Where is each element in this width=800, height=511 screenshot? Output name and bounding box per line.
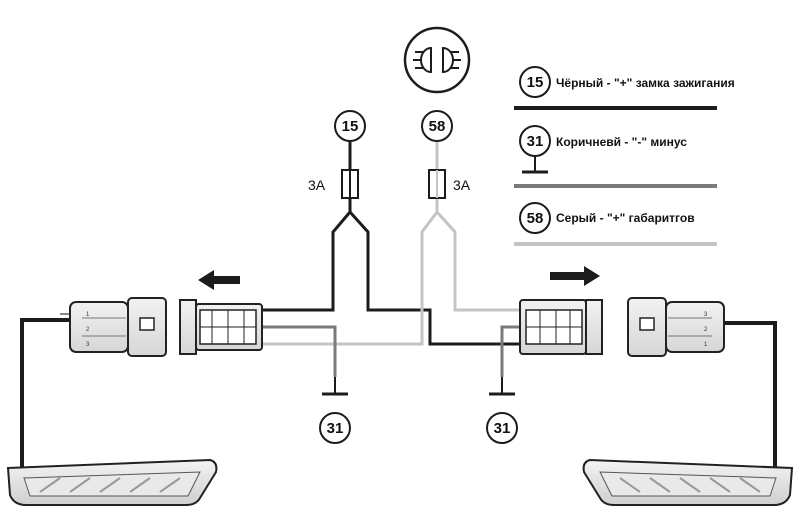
ground-symbol-icon — [522, 156, 548, 174]
terminal-58: 58 — [421, 110, 453, 142]
lamp-cable-right — [722, 321, 777, 470]
legend-item-58: 58 Серый - "+" габаритгов — [514, 202, 717, 246]
terminal-15-label: 15 — [342, 118, 359, 135]
socket-left-harness-side — [179, 299, 263, 355]
pin-label: 1 — [704, 342, 708, 348]
plug-left-lamp-side: 1 2 3 — [69, 297, 167, 357]
terminal-58-label: 58 — [429, 118, 446, 135]
pin-label: 3 — [704, 312, 708, 318]
ground-symbol-icon — [322, 377, 348, 396]
legend-num: 58 — [527, 210, 544, 227]
drl-lamp-right — [582, 458, 794, 506]
pin-label: 3 — [86, 342, 90, 348]
legend-item-31: 31 Коричневй - "-" минус — [514, 125, 717, 188]
legend-num: 31 — [527, 133, 544, 150]
ground-left-label: 31 — [327, 420, 344, 437]
drl-lamp-left — [6, 458, 218, 506]
fuse-left: 3A — [308, 169, 359, 199]
fuse-right-label: 3A — [453, 177, 471, 193]
legend-text: Серый - "+" габаритгов — [556, 211, 695, 225]
fuse-left-label: 3A — [308, 177, 326, 193]
pin-label: 1 — [86, 312, 90, 318]
fuse-right: 3A — [428, 169, 471, 199]
terminal-15: 15 — [334, 110, 366, 142]
headlamp-symbol-icon — [403, 26, 471, 94]
ground-left: 31 — [319, 377, 351, 444]
pin-label: 2 — [86, 327, 90, 333]
legend: 15 Чёрный - "+" замка зажигания 31 Корич… — [514, 66, 735, 246]
lamp-cable-left — [20, 313, 75, 470]
arrow-left-icon — [198, 270, 240, 290]
wire-15-black — [262, 140, 520, 346]
legend-num: 15 — [527, 74, 544, 91]
ground-right-label: 31 — [494, 420, 511, 437]
legend-text: Коричневй - "-" минус — [556, 135, 687, 149]
wire-58-grey — [262, 140, 520, 346]
wire-31-brown — [262, 325, 520, 377]
pin-label: 2 — [704, 327, 708, 333]
ground-right: 31 — [486, 377, 518, 444]
legend-item-15: 15 Чёрный - "+" замка зажигания — [514, 66, 735, 110]
legend-text: Чёрный - "+" замка зажигания — [556, 76, 735, 90]
ground-symbol-icon — [489, 377, 515, 396]
arrow-right-icon — [550, 266, 600, 286]
plug-right-lamp-side: 3 2 1 — [627, 297, 725, 357]
socket-right-harness-side — [519, 299, 603, 355]
